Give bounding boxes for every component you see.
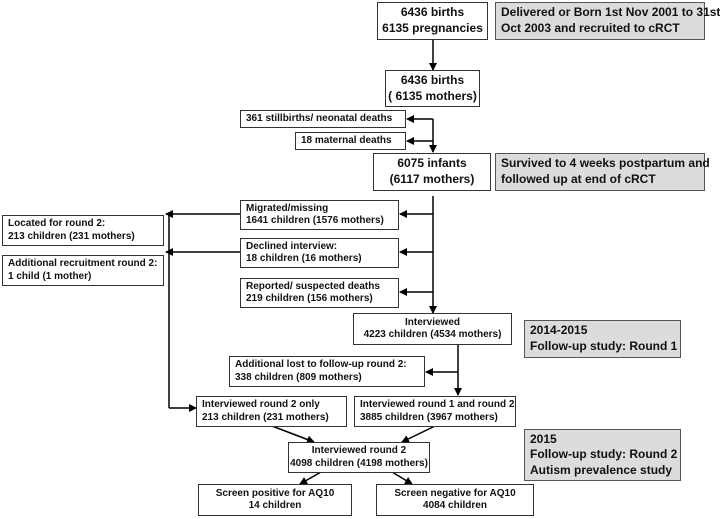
screen-negative-line-1: Screen negative for AQ10 [394, 487, 516, 499]
interviewed-line-1: Interviewed [404, 316, 461, 328]
maternal-deaths-line-1: 18 maternal deaths [301, 134, 392, 146]
round1-note-line-2: Follow-up study: Round 1 [530, 339, 678, 353]
arrow-round1and2-to-round2 [401, 425, 436, 443]
arrow-round2only-to-round2 [271, 425, 315, 444]
located-line-1: Located for round 2: [8, 218, 106, 229]
declined-line-1: Declined interview: [246, 240, 338, 252]
arrow-to-screen-positive [299, 471, 322, 485]
lost-box: Additional lost to follow-up round 2: 33… [229, 356, 425, 387]
births-mothers-box: 6436 births ( 6135 mothers) [385, 70, 480, 107]
births-pregnancies-line-1: 6436 births [400, 5, 465, 20]
deaths-line-2: 219 children (156 mothers) [246, 293, 373, 304]
round1-note-line-1: 2014-2015 [530, 323, 588, 338]
interviewed-line-2: 4223 children (4534 mothers) [363, 329, 502, 340]
survived-note-line-1: Survived to 4 weeks postpartum and [501, 156, 710, 171]
additional-recruitment-box: Additional recruitment round 2: 1 child … [2, 255, 164, 286]
screen-negative-line-2: 4084 children [423, 500, 487, 511]
migrated-line-1: Migrated/missing [246, 202, 329, 214]
screen-positive-box: Screen positive for AQ10 14 children [198, 484, 352, 516]
screen-positive-line-1: Screen positive for AQ10 [215, 487, 335, 499]
lost-line-1: Additional lost to follow-up round 2: [235, 359, 407, 370]
infants-line-2: (6117 mothers) [389, 172, 475, 186]
maternal-deaths-box: 18 maternal deaths [295, 132, 406, 150]
screen-negative-box: Screen negative for AQ10 4084 children [376, 484, 534, 516]
births-pregnancies-line-2: 6135 pregnancies [382, 21, 483, 35]
round2-note-line-2: Follow-up study: Round 2 [530, 447, 678, 462]
arrow-to-screen-negative [391, 471, 413, 485]
migrated-box: Migrated/missing 1641 children (1576 mot… [240, 200, 399, 230]
deaths-box: Reported/ suspected deaths 219 children … [240, 278, 399, 308]
declined-box: Declined interview: 18 children (16 moth… [240, 238, 399, 268]
additional-recruitment-line-1: Additional recruitment round 2: [8, 258, 158, 269]
recruitment-note-line-1: Delivered or Born 1st Nov 2001 to 31st [501, 5, 720, 20]
round2-only-box: Interviewed round 2 only 213 children (2… [196, 396, 347, 427]
round2-note-line-3: Autism prevalence study [530, 462, 673, 477]
infants-box: 6075 infants (6117 mothers) [373, 153, 491, 191]
migrated-line-2: 1641 children (1576 mothers) [246, 215, 384, 226]
survived-note-line-2: followed up at end of cRCT [501, 172, 656, 186]
round1-and-2-line-1: Interviewed round 1 and round 2 [360, 399, 515, 410]
deaths-line-1: Reported/ suspected deaths [246, 280, 380, 292]
lost-line-2: 338 children (809 mothers) [235, 371, 362, 383]
births-mothers-line-2: ( 6135 mothers) [388, 88, 477, 103]
stillbirths-box: 361 stillbirths/ neonatal deaths [240, 110, 406, 128]
stillbirths-line-1: 361 stillbirths/ neonatal deaths [246, 112, 393, 124]
round2-note-line-1: 2015 [530, 431, 557, 446]
declined-line-2: 18 children (16 mothers) [246, 253, 362, 264]
births-pregnancies-box: 6436 births 6135 pregnancies [377, 2, 488, 40]
located-box: Located for round 2: 213 children (231 m… [2, 215, 164, 246]
births-mothers-line-1: 6436 births [400, 72, 465, 87]
round2-only-line-1: Interviewed round 2 only [202, 399, 320, 410]
round1-note-box: 2014-2015 Follow-up study: Round 1 [524, 320, 681, 358]
recruitment-note-box: Delivered or Born 1st Nov 2001 to 31st O… [495, 2, 720, 40]
round1-and-2-box: Interviewed round 1 and round 2 3885 chi… [354, 396, 516, 427]
interviewed-round2-line-1: Interviewed round 2 [311, 445, 407, 456]
additional-recruitment-line-2: 1 child (1 mother) [8, 270, 92, 282]
round2-only-line-2: 213 children (231 mothers) [202, 411, 329, 423]
infants-line-1: 6075 infants [397, 156, 467, 171]
located-line-2: 213 children (231 mothers) [8, 230, 135, 242]
round2-note-box: 2015 Follow-up study: Round 2 Autism pre… [524, 429, 681, 481]
interviewed-round2-line-2: 4098 children (4198 mothers) [290, 457, 428, 469]
recruitment-note-line-2: Oct 2003 and recruited to cRCT [501, 21, 680, 35]
screen-positive-line-2: 14 children [248, 500, 302, 511]
interviewed-box: Interviewed 4223 children (4534 mothers) [353, 313, 512, 345]
round1-and-2-line-2: 3885 children (3967 mothers) [360, 411, 498, 423]
interviewed-round2-box: Interviewed round 2 4098 children (4198 … [288, 442, 430, 473]
survived-note-box: Survived to 4 weeks postpartum and follo… [495, 153, 710, 191]
